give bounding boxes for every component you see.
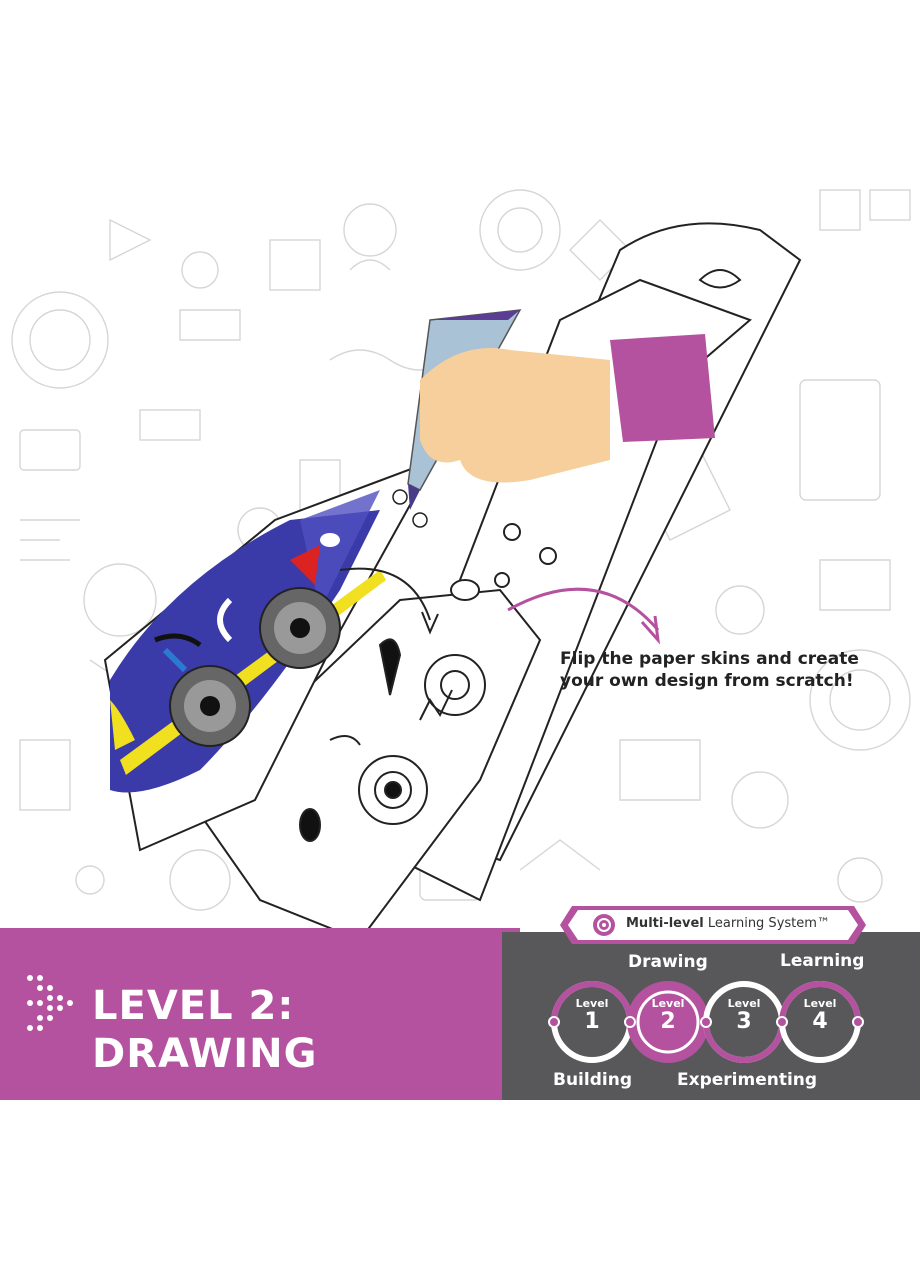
flip-arrow-black [339, 567, 431, 621]
level-1-caption: Building [553, 1070, 632, 1090]
learning-system-label: Multi-level Learning System™ [626, 916, 830, 931]
callout-line-2: your own design from scratch! [560, 671, 854, 691]
level-4-badge: Level 4 [790, 997, 850, 1034]
dotted-arrow-icon [27, 975, 73, 1031]
level-4-word: Level [803, 997, 837, 1010]
hand-with-pencil [407, 309, 715, 510]
level-3-word: Level [727, 997, 761, 1010]
level-1-word: Level [575, 997, 609, 1010]
learning-system-tab [560, 906, 866, 944]
level-3-badge: Level 3 [714, 997, 774, 1034]
level-banner [0, 928, 520, 1100]
level-4-caption: Learning [780, 951, 865, 971]
level-1-number: 1 [584, 1009, 600, 1034]
level-rings [548, 981, 864, 1063]
level-title: LEVEL 2: DRAWING [92, 982, 317, 1078]
level-1-badge: Level 1 [562, 997, 622, 1034]
callout-arrow-purple [507, 587, 660, 631]
sketched-car-skin [188, 579, 542, 942]
level-title-line-1: LEVEL 2: [92, 983, 295, 1029]
level-4-number: 4 [812, 1009, 828, 1034]
brain-gear-badge-icon [593, 914, 615, 936]
level-3-number: 3 [736, 1009, 752, 1034]
level-2-caption: Drawing [628, 952, 708, 972]
rear-wheel [169, 665, 251, 747]
learning-system-bold: Multi-level [626, 916, 704, 931]
front-wheel [259, 587, 341, 669]
callout-line-1: Flip the paper skins and create [560, 649, 859, 669]
level-2-badge: Level 2 [638, 997, 698, 1034]
level-3-ring [703, 981, 785, 1063]
level-3-caption: Experimenting [677, 1070, 818, 1090]
colored-car-skin [103, 458, 438, 852]
level-title-line-2: DRAWING [92, 1031, 318, 1077]
level-2-number: 2 [660, 1009, 676, 1034]
level-2-word: Level [651, 997, 685, 1010]
learning-system-rest: Learning System™ [703, 916, 830, 931]
flip-skins-callout: Flip the paper skins and create your own… [560, 648, 880, 692]
